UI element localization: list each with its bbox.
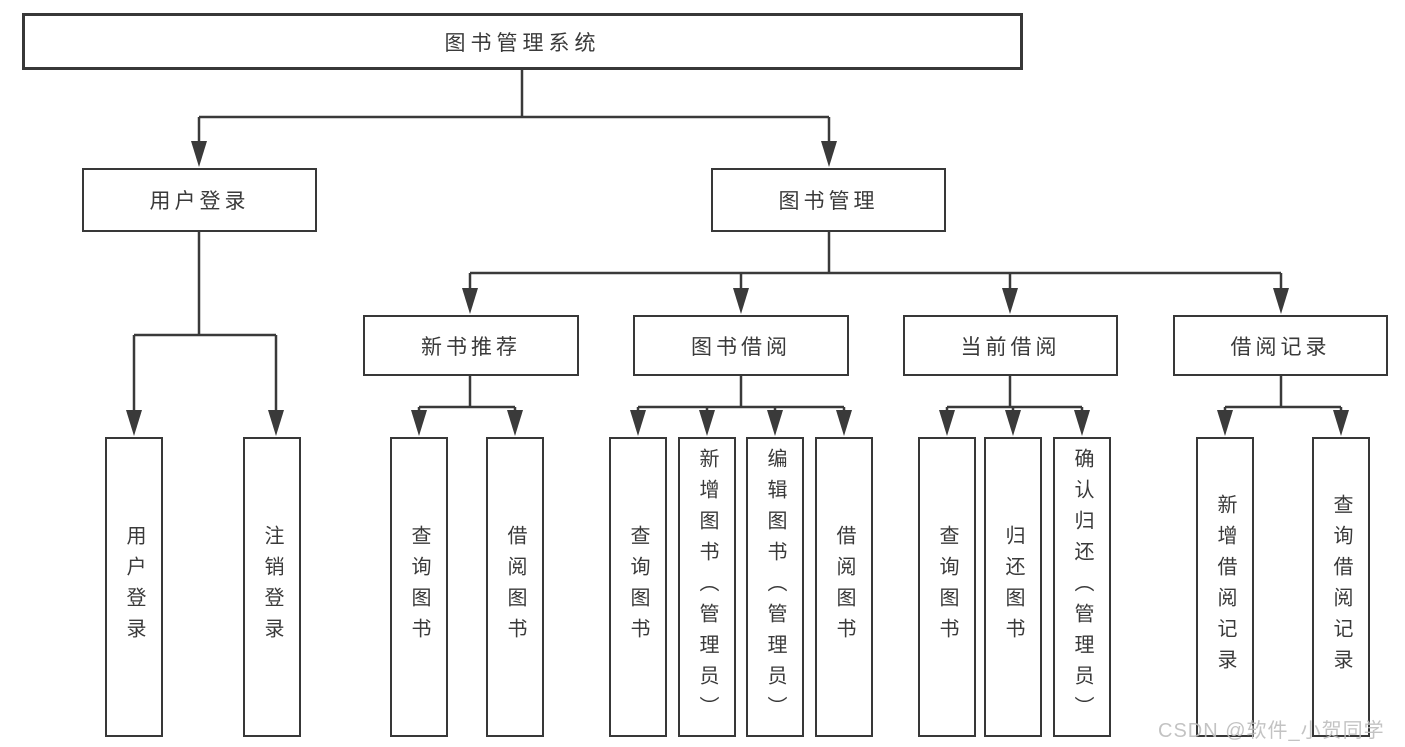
arrowhead-icon	[268, 410, 284, 436]
leaf-query-books-current: 查询图书	[918, 437, 976, 737]
leaf-edit-book-admin-label: 编辑图书（管理员）	[764, 447, 786, 727]
arrowhead-icon	[836, 410, 852, 436]
arrowhead-icon	[191, 141, 207, 167]
node-borrowing-records: 借阅记录	[1173, 315, 1388, 376]
node-new-book-recommendation-label: 新书推荐	[421, 335, 521, 359]
leaf-logout: 注销登录	[243, 437, 301, 737]
node-root-label: 图书管理系统	[444, 31, 601, 55]
connector-book-borrowing-to-leaves	[630, 376, 852, 436]
leaf-query-borrow-record: 查询借阅记录	[1312, 437, 1370, 737]
node-book-borrowing-label: 图书借阅	[691, 335, 791, 359]
arrowhead-icon	[126, 410, 142, 436]
leaf-add-borrow-record-label: 新增借阅记录	[1214, 494, 1236, 680]
leaf-return-books: 归还图书	[984, 437, 1042, 737]
leaf-add-book-admin: 新增图书（管理员）	[678, 437, 736, 737]
watermark: CSDN @软件_小贺同学	[1158, 720, 1385, 742]
leaf-add-book-admin-label: 新增图书（管理员）	[696, 447, 718, 727]
arrowhead-icon	[733, 288, 749, 314]
arrowhead-icon	[507, 410, 523, 436]
arrowhead-icon	[1074, 410, 1090, 436]
node-book-borrowing: 图书借阅	[633, 315, 849, 376]
arrowhead-icon	[939, 410, 955, 436]
leaf-query-books-borrowing-label: 查询图书	[627, 525, 649, 649]
arrowhead-icon	[1333, 410, 1349, 436]
leaf-confirm-return-admin: 确认归还（管理员）	[1053, 437, 1111, 737]
leaf-borrow-books-borrowing-label: 借阅图书	[833, 525, 855, 649]
node-root: 图书管理系统	[22, 13, 1023, 70]
leaf-borrow-books-borrowing: 借阅图书	[815, 437, 873, 737]
arrowhead-icon	[462, 288, 478, 314]
leaf-return-books-label: 归还图书	[1002, 525, 1024, 649]
connector-book-management-to-level3	[462, 232, 1289, 314]
leaf-query-books-recommend-label: 查询图书	[408, 525, 430, 649]
arrowhead-icon	[767, 410, 783, 436]
leaf-edit-book-admin: 编辑图书（管理员）	[746, 437, 804, 737]
leaf-query-books-borrowing: 查询图书	[609, 437, 667, 737]
node-borrowing-records-label: 借阅记录	[1230, 335, 1331, 359]
arrowhead-icon	[630, 410, 646, 436]
connector-current-borrowing-to-leaves	[939, 376, 1090, 436]
leaf-query-borrow-record-label: 查询借阅记录	[1330, 494, 1352, 680]
arrowhead-icon	[821, 141, 837, 167]
node-user-login: 用户登录	[82, 168, 317, 232]
arrowhead-icon	[1273, 288, 1289, 314]
arrowhead-icon	[1002, 288, 1018, 314]
leaf-query-books-recommend: 查询图书	[390, 437, 448, 737]
connector-root-to-level2	[191, 70, 837, 167]
arrowhead-icon	[1005, 410, 1021, 436]
connector-new-book-to-leaves	[411, 376, 523, 436]
arrowhead-icon	[699, 410, 715, 436]
arrowhead-icon	[411, 410, 427, 436]
leaf-user-login-label: 用户登录	[123, 525, 145, 649]
leaf-add-borrow-record: 新增借阅记录	[1196, 437, 1254, 737]
leaf-borrow-books-recommend-label: 借阅图书	[504, 525, 526, 649]
leaf-user-login: 用户登录	[105, 437, 163, 737]
node-current-borrowing: 当前借阅	[903, 315, 1118, 376]
node-book-management: 图书管理	[711, 168, 946, 232]
node-book-management-label: 图书管理	[778, 190, 879, 213]
node-new-book-recommendation: 新书推荐	[363, 315, 579, 376]
leaf-confirm-return-admin-label: 确认归还（管理员）	[1071, 447, 1093, 727]
arrowhead-icon	[1217, 410, 1233, 436]
leaf-query-books-current-label: 查询图书	[936, 525, 958, 649]
leaf-borrow-books-recommend: 借阅图书	[486, 437, 544, 737]
node-user-login-label: 用户登录	[149, 190, 250, 213]
leaf-logout-label: 注销登录	[261, 525, 283, 649]
connector-user-login-to-leaves	[126, 232, 284, 436]
node-current-borrowing-label: 当前借阅	[960, 335, 1061, 359]
connector-borrow-records-to-leaves	[1217, 376, 1349, 436]
